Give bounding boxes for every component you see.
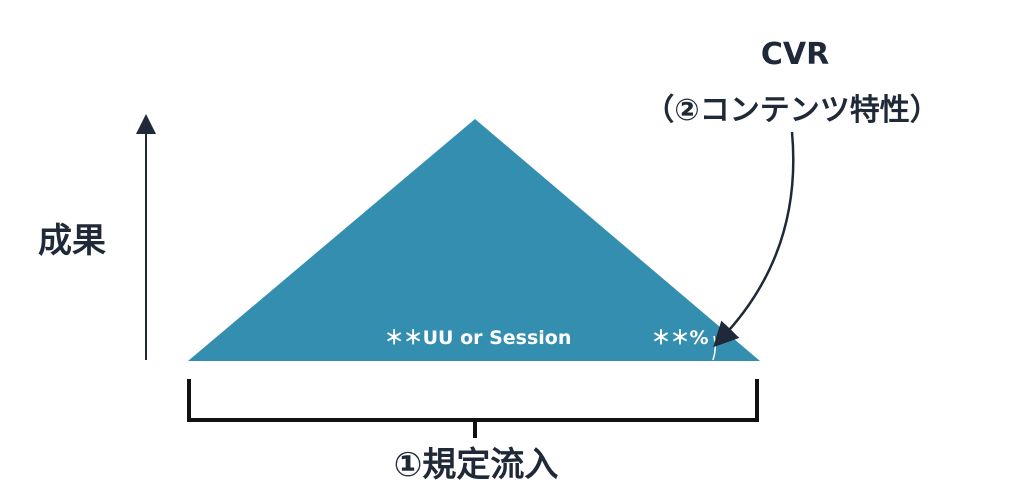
result-triangle — [188, 119, 760, 361]
cvr-pointer-arrow — [713, 131, 795, 348]
cvr-value-label: ＊＊% — [651, 327, 708, 349]
cvr-subtitle: （②コンテンツ特性） — [644, 93, 939, 128]
y-axis-label: 成果 — [38, 221, 106, 261]
inflow-metric-label: ＊＊UU or Session — [385, 327, 572, 349]
cvr-title: CVR — [761, 37, 829, 72]
inflow-label: ①規定流入 — [394, 445, 559, 485]
inflow-bracket — [187, 379, 759, 422]
